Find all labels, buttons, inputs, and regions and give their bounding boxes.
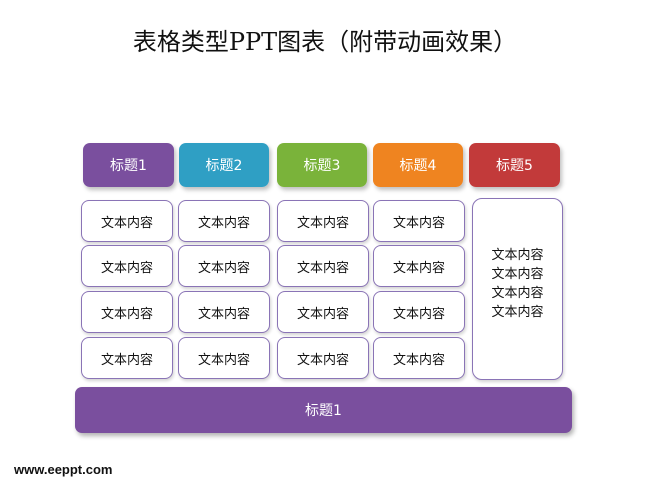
text-cell: 文本内容 bbox=[81, 200, 173, 242]
text-cell: 文本内容 bbox=[373, 245, 465, 287]
text-cell: 文本内容 bbox=[81, 245, 173, 287]
merged-cell-line: 文本内容 bbox=[491, 286, 544, 301]
text-cell: 文本内容 bbox=[373, 291, 465, 333]
text-cell: 文本内容 bbox=[373, 200, 465, 242]
text-cell: 文本内容 bbox=[277, 245, 369, 287]
header-3: 标题3 bbox=[277, 143, 367, 187]
merged-cell: 文本内容 文本内容 文本内容 文本内容 bbox=[472, 198, 563, 380]
text-cell: 文本内容 bbox=[373, 337, 465, 379]
header-1: 标题1 bbox=[83, 143, 174, 187]
text-cell: 文本内容 bbox=[178, 291, 270, 333]
merged-cell-line: 文本内容 bbox=[491, 267, 544, 282]
text-cell: 文本内容 bbox=[81, 291, 173, 333]
website-url: www.eeppt.com bbox=[14, 462, 113, 477]
merged-cell-line: 文本内容 bbox=[491, 248, 544, 263]
text-cell: 文本内容 bbox=[277, 337, 369, 379]
header-4: 标题4 bbox=[373, 143, 463, 187]
text-cell: 文本内容 bbox=[178, 337, 270, 379]
text-cell: 文本内容 bbox=[81, 337, 173, 379]
header-5: 标题5 bbox=[469, 143, 560, 187]
header-2: 标题2 bbox=[179, 143, 269, 187]
footer-bar: 标题1 bbox=[75, 387, 572, 433]
text-cell: 文本内容 bbox=[277, 291, 369, 333]
text-cell: 文本内容 bbox=[277, 200, 369, 242]
text-cell: 文本内容 bbox=[178, 245, 270, 287]
merged-cell-line: 文本内容 bbox=[491, 305, 544, 320]
page-title: 表格类型PPT图表（附带动画效果） bbox=[132, 28, 518, 56]
text-cell: 文本内容 bbox=[178, 200, 270, 242]
